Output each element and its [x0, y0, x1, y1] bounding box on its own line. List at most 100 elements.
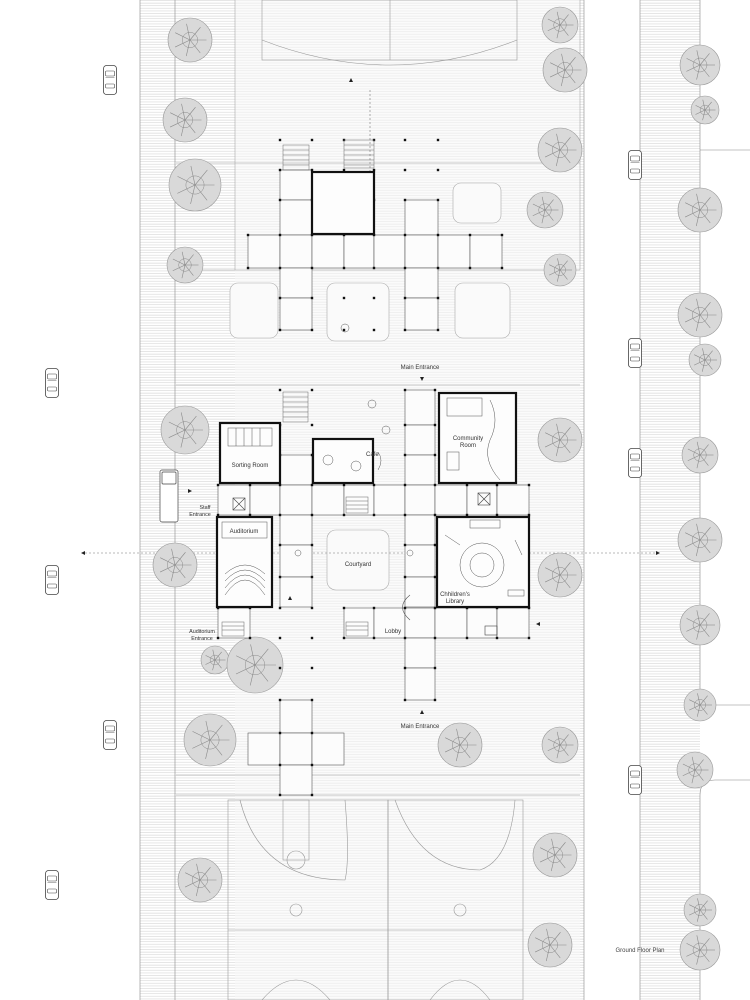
column — [310, 483, 314, 487]
tree-icon — [537, 417, 583, 463]
car-icon — [103, 65, 117, 95]
column — [342, 168, 346, 172]
trees — [152, 6, 723, 971]
column — [403, 233, 407, 237]
column — [403, 606, 407, 610]
column — [278, 575, 282, 579]
building — [217, 169, 530, 796]
column — [495, 483, 499, 487]
planters — [229, 182, 511, 591]
column — [527, 636, 531, 640]
column — [465, 636, 469, 640]
column — [278, 666, 282, 670]
column — [310, 266, 314, 270]
column — [278, 731, 282, 735]
column — [310, 666, 314, 670]
column — [310, 328, 314, 332]
column — [342, 606, 346, 610]
column — [403, 453, 407, 457]
elevator-icon — [232, 492, 498, 636]
column — [248, 483, 252, 487]
column — [468, 233, 472, 237]
column — [433, 423, 437, 427]
tree-icon — [681, 436, 719, 474]
column — [278, 388, 282, 392]
cafe-label: Cafe — [366, 452, 379, 458]
column — [372, 266, 376, 270]
column — [433, 483, 437, 487]
column — [372, 606, 376, 610]
tree-icon — [537, 552, 583, 598]
staff-entrance-label-1: Staff — [200, 505, 211, 511]
column — [403, 138, 407, 142]
column — [278, 198, 282, 202]
column — [342, 328, 346, 332]
column — [278, 606, 282, 610]
room-furniture — [221, 397, 525, 597]
tree-icon — [200, 645, 230, 675]
column — [403, 388, 407, 392]
childrens-library-label-1: Chhildren's — [440, 592, 470, 598]
column — [433, 666, 437, 670]
column — [310, 543, 314, 547]
column — [372, 483, 376, 487]
column — [278, 168, 282, 172]
tree-icon — [177, 857, 223, 903]
column — [527, 483, 531, 487]
column — [216, 636, 220, 640]
tree-icon — [162, 97, 208, 143]
tree-icon — [676, 751, 714, 789]
tree-icon — [541, 6, 579, 44]
column — [436, 138, 440, 142]
column — [403, 483, 407, 487]
column — [310, 296, 314, 300]
lobby-counter — [402, 594, 411, 621]
main-entrance-top-label: Main Entrance — [401, 365, 440, 371]
tree-icon — [542, 47, 588, 93]
column — [278, 513, 282, 517]
column — [372, 636, 376, 640]
column — [372, 328, 376, 332]
column — [310, 575, 314, 579]
column — [278, 483, 282, 487]
column — [342, 483, 346, 487]
column — [433, 513, 437, 517]
lobby-label: Lobby — [385, 629, 401, 635]
community-room-label-1: Community — [453, 436, 483, 442]
column — [372, 513, 376, 517]
tree-icon — [152, 542, 198, 588]
car-icon — [628, 448, 642, 478]
tree-icon — [677, 187, 723, 233]
column — [403, 296, 407, 300]
arrow-left-icon — [81, 551, 85, 555]
tree-icon — [168, 158, 222, 212]
column — [248, 513, 252, 517]
column — [436, 168, 440, 172]
column — [246, 266, 250, 270]
tree-icon — [160, 405, 210, 455]
column — [433, 453, 437, 457]
column — [310, 763, 314, 767]
column — [278, 636, 282, 640]
column — [436, 198, 440, 202]
column — [310, 138, 314, 142]
column — [403, 328, 407, 332]
auditorium-entrance-label-1: Auditorium — [189, 629, 215, 635]
tree-icon — [226, 636, 284, 694]
sorting-room — [218, 421, 282, 485]
tree-icon — [690, 95, 720, 125]
auditorium-entrance-label-2: Entrance — [191, 636, 213, 642]
arrow-up-icon — [288, 596, 292, 600]
column — [278, 266, 282, 270]
tree-icon — [679, 44, 721, 86]
column — [372, 168, 376, 172]
column — [248, 636, 252, 640]
arrow-up-icon — [420, 710, 424, 714]
column — [468, 266, 472, 270]
column — [403, 543, 407, 547]
column — [433, 606, 437, 610]
column — [403, 636, 407, 640]
column — [436, 296, 440, 300]
tree-icon — [677, 517, 723, 563]
car-icon — [45, 870, 59, 900]
